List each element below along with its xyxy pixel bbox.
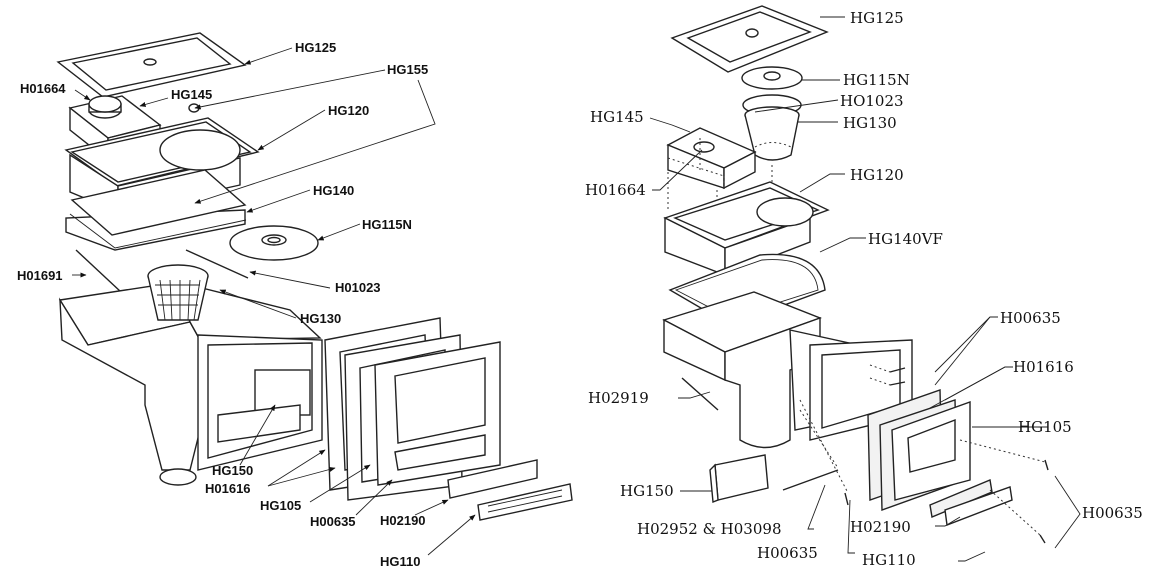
part-lid-hg125-right [670, 5, 829, 73]
label-h02190-left: H02190 [380, 513, 426, 528]
label-h01664-left: H01664 [20, 81, 66, 96]
part-hg110-right [944, 486, 1013, 526]
left-leader-lines [72, 47, 476, 556]
label-h00635-right-top: H00635 [1000, 309, 1061, 327]
label-hg150-left: HG150 [212, 463, 253, 478]
label-hg115n-right: HG115N [843, 71, 910, 89]
label-h02952-h03098-right: H02952 & H03098 [637, 520, 782, 538]
label-hg155-left: HG155 [387, 62, 428, 77]
right-exploded-view: HG125 HG115N HO1023 HG130 HG145 H01664 H… [585, 5, 1143, 569]
part-disc-hg115n-right [741, 66, 803, 90]
label-h02919-right: H02919 [588, 389, 649, 407]
label-hg130-left: HG130 [300, 311, 341, 326]
label-hg130-right: HG130 [843, 114, 897, 132]
label-hg120-right: HG120 [850, 166, 904, 184]
label-h01616-right: H01616 [1013, 358, 1074, 376]
label-hg115n-left: HG115N [362, 217, 412, 232]
screws-h00635-right [844, 367, 1049, 544]
label-h01023-left: H01023 [335, 280, 381, 295]
label-hg105-right: HG105 [1018, 418, 1072, 436]
part-skimmer-body [58, 281, 323, 486]
part-h02190-right [929, 479, 993, 518]
label-hg120-left: HG120 [328, 103, 369, 118]
label-ho1023-right: HO1023 [840, 92, 904, 110]
part-rod-h01691 [75, 249, 122, 293]
left-exploded-view: HG125 HG155 H01664 HG145 HG120 HG140 HG1… [17, 32, 573, 569]
screw-paths-right [799, 364, 1046, 536]
part-wire-h02919 [681, 377, 719, 411]
label-hg125-left: HG125 [295, 40, 336, 55]
label-hg125-right: HG125 [850, 9, 904, 27]
label-h02190-right: H02190 [850, 518, 911, 536]
label-h00635-left: H00635 [310, 514, 356, 529]
part-hg145 [188, 103, 200, 113]
label-hg110-left: HG110 [380, 554, 420, 569]
label-h01691-left: H01691 [17, 268, 63, 283]
part-faceplate-hg105-right [891, 401, 971, 501]
label-hg140vf-right: HG140VF [868, 230, 943, 248]
label-hg150-right: HG150 [620, 482, 674, 500]
part-h02190 [447, 459, 538, 499]
label-hg145-left: HG145 [171, 87, 212, 102]
part-hg110 [477, 483, 573, 521]
label-hg105-left: HG105 [260, 498, 301, 513]
part-weir-hg150-right [709, 454, 769, 503]
label-h00635-right-bottom: H00635 [1082, 504, 1143, 522]
part-basket-hg130 [147, 264, 209, 321]
label-hg140-left: HG140 [313, 183, 354, 198]
label-h01664-right: H01664 [585, 181, 646, 199]
label-hg145-right: HG145 [590, 108, 644, 126]
right-leader-lines [649, 16, 1081, 562]
part-lid-hg125 [56, 32, 247, 98]
label-h01616-left: H01616 [205, 481, 251, 496]
label-h00635-right-mid: H00635 [757, 544, 818, 562]
part-tray-hg140 [65, 169, 247, 251]
label-hg110-right: HG110 [862, 551, 916, 569]
part-faceplate-hg105 [374, 341, 501, 486]
part-basket-hg130-right [744, 106, 800, 161]
part-disc-hg115n [229, 225, 319, 261]
part-rod-h01023 [185, 249, 249, 279]
part-rod-h02952 [782, 469, 839, 491]
part-float-hg145-right [666, 127, 757, 190]
